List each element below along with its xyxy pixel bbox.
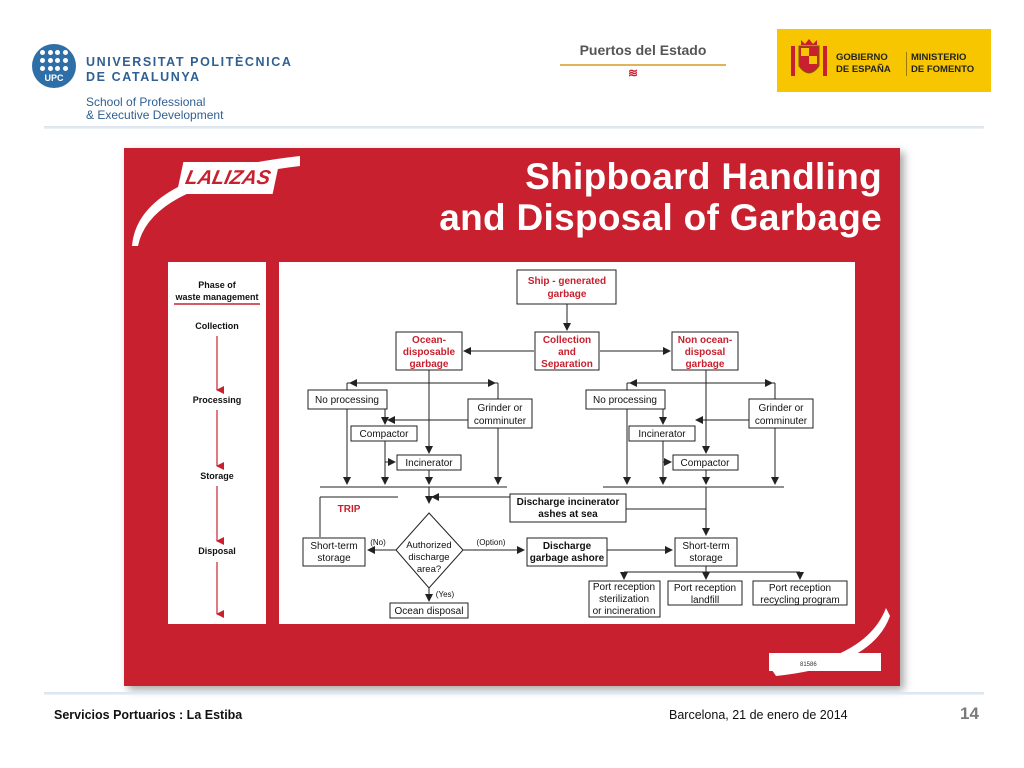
discharge-ash-label-2: ashes at sea <box>538 509 598 520</box>
authorized-label: Authorized <box>406 540 451 551</box>
school-name: School of Professional & Executive Devel… <box>86 95 224 122</box>
box-short-term-right <box>674 537 738 567</box>
short-term-left-label-2: storage <box>317 553 351 564</box>
non-ocean-label-3: garbage <box>686 359 725 370</box>
gobierno-text: GOBIERNO DE ESPAÑA <box>836 52 891 75</box>
box-grinder-right <box>748 398 814 429</box>
ship-generated-label: Ship - generated <box>528 276 606 287</box>
short-term-left-label: Short-term <box>310 541 357 552</box>
box-short-term-left <box>302 537 366 567</box>
box-incinerator-right <box>628 425 696 442</box>
collection-label-3: Separation <box>541 359 593 370</box>
puertos-wave-icon: ≋ <box>628 66 639 80</box>
discharge-ashore-label-2: garbage ashore <box>530 553 605 564</box>
box-ocean-disposable <box>395 331 463 371</box>
box-no-processing-left <box>307 389 388 410</box>
box-no-processing-right <box>585 389 666 410</box>
upc-abbr: UPC <box>44 73 64 83</box>
grinder-right-label: Grinder or <box>758 403 804 414</box>
discharge-ash-label: Discharge incinerator <box>517 497 620 508</box>
box-compactor-left <box>350 425 418 442</box>
incinerator-left-label: Incinerator <box>405 458 453 469</box>
grinder-right-label-2: comminuter <box>755 416 808 427</box>
short-term-right-label-2: storage <box>689 553 723 564</box>
box-port-landfill <box>667 580 743 606</box>
port-sterilization-label-3: or incineration <box>593 606 656 617</box>
box-discharge-ashes <box>509 493 627 523</box>
box-non-ocean-disposal <box>671 331 739 371</box>
port-recycling-label: Port reception <box>769 583 831 594</box>
footer-date: Barcelona, 21 de enero de 2014 <box>669 708 848 722</box>
port-sterilization-label: Port reception <box>593 582 655 593</box>
compactor-right-label: Compactor <box>681 458 731 469</box>
authorized-label-2: discharge <box>408 552 449 563</box>
phase-heading-line2: waste management <box>174 292 258 302</box>
ministerio-text: MINISTERIO DE FOMENTO <box>906 52 974 76</box>
authorized-label-3: area? <box>417 564 441 575</box>
box-port-sterilization <box>588 580 661 618</box>
ocean-label: Ocean- <box>412 335 446 346</box>
box-ocean-disposal <box>389 602 469 619</box>
option-branch-label: (Option) <box>477 538 506 547</box>
phase-column: Phase of waste management Collection Pro… <box>174 280 260 618</box>
box-port-recycling <box>752 580 848 606</box>
port-recycling-label-2: recycling program <box>760 595 839 606</box>
grinder-left-label: Grinder or <box>477 403 523 414</box>
header-divider <box>44 126 984 129</box>
puertos-underline <box>560 64 726 66</box>
short-term-right-label: Short-term <box>682 541 729 552</box>
box-grinder-left <box>467 398 533 429</box>
box-discharge-ashore <box>526 537 608 567</box>
ship-generated-label-2: garbage <box>548 289 587 300</box>
discharge-ashore-label: Discharge <box>543 541 592 552</box>
no-branch-label: (No) <box>370 538 386 547</box>
poster-title: Shipboard Handling and Disposal of Garba… <box>439 156 882 238</box>
compactor-left-label: Compactor <box>360 429 410 440</box>
box-ship-generated <box>516 269 617 305</box>
phase-step-collection: Collection <box>195 321 239 331</box>
collection-label-2: and <box>558 347 576 358</box>
collection-label: Collection <box>543 335 591 346</box>
box-compactor-right <box>672 454 739 471</box>
non-ocean-label: Non ocean- <box>678 335 732 346</box>
university-name: UNIVERSITAT POLITÈCNICA DE CATALUNYA <box>86 55 293 84</box>
decision-authorized-area <box>395 512 464 589</box>
phase-heading-line1: Phase of <box>198 280 237 290</box>
footer-divider <box>44 692 984 695</box>
puertos-del-estado-logo: Puertos del Estado <box>579 42 707 58</box>
port-landfill-label: Port reception <box>674 583 736 594</box>
grinder-left-label-2: comminuter <box>474 416 527 427</box>
box-incinerator-left <box>396 454 462 471</box>
trip-label: TRIP <box>338 504 361 515</box>
ocean-label-3: garbage <box>410 359 449 370</box>
yes-branch-label: (Yes) <box>436 590 455 599</box>
non-ocean-label-2: disposal <box>685 347 726 358</box>
page-number: 14 <box>960 704 979 723</box>
port-sterilization-label-2: sterilization <box>599 594 649 605</box>
no-processing-right-label: No processing <box>593 395 657 406</box>
ocean-label-2: disposable <box>403 347 456 358</box>
upc-logo: UPC <box>32 44 76 88</box>
phase-step-storage: Storage <box>200 471 234 481</box>
port-landfill-label-2: landfill <box>691 595 719 606</box>
incinerator-right-label: Incinerator <box>638 429 686 440</box>
footer-title: Servicios Portuarios : La Estiba <box>54 708 243 722</box>
phase-step-disposal: Disposal <box>198 546 236 556</box>
no-processing-left-label: No processing <box>315 395 379 406</box>
ocean-disposal-label: Ocean disposal <box>395 606 464 617</box>
box-collection-separation <box>534 331 600 371</box>
coat-of-arms-icon <box>791 39 827 76</box>
phase-step-processing: Processing <box>193 395 242 405</box>
poster-code: 81586 <box>800 662 817 668</box>
